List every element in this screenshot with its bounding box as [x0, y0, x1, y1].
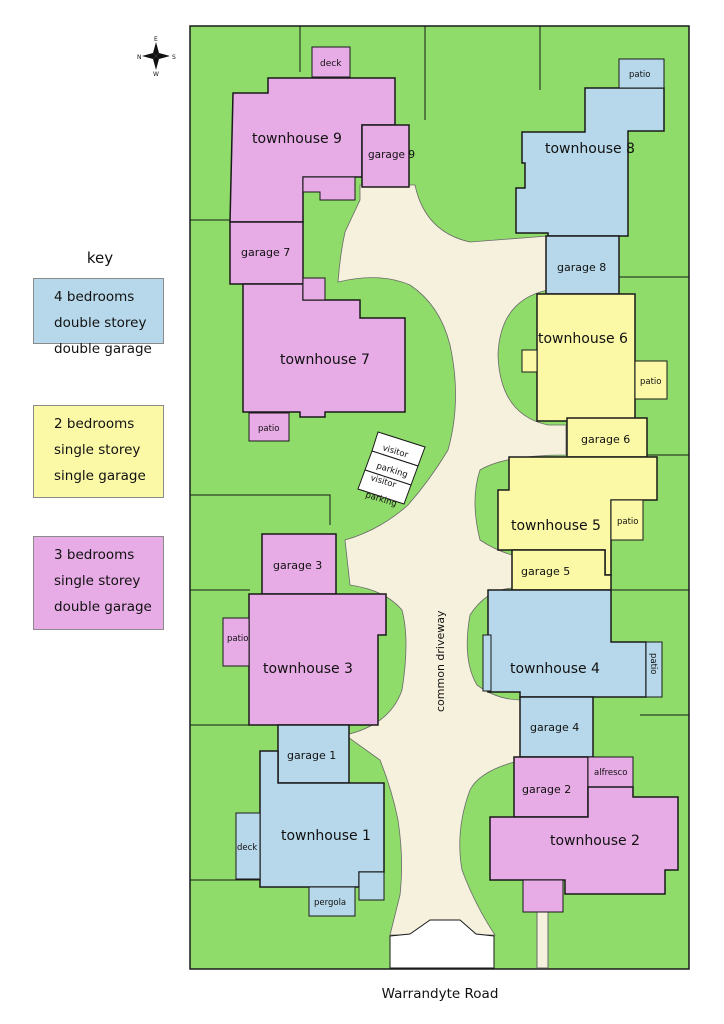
compass-south-point	[153, 56, 159, 70]
pergola-1-label: pergola	[314, 898, 346, 908]
townhouse-2-entry	[522, 879, 564, 913]
garage-4-label: garage 4	[530, 721, 579, 734]
townhouse-9-label: townhouse 9	[252, 131, 342, 147]
garage-8-label: garage 8	[557, 261, 606, 274]
townhouse-4-label: townhouse 4	[510, 661, 600, 677]
townhouse-8-label: townhouse 8	[545, 141, 635, 157]
townhouse-7-entry	[302, 277, 326, 301]
compass-west-point	[142, 53, 156, 59]
garage-6	[566, 417, 648, 458]
common-driveway-area	[337, 184, 567, 936]
deck-9-label: deck	[320, 59, 342, 69]
townhouse-3	[248, 593, 387, 726]
patio-townhouse-3	[222, 617, 250, 667]
townhouse-7-label: townhouse 7	[280, 352, 370, 368]
compass-east-point	[156, 53, 170, 59]
garage-9	[361, 124, 410, 188]
compass-label-e: E	[154, 36, 158, 43]
townhouse-6-label: townhouse 6	[538, 331, 628, 347]
townhouse-5-label: townhouse 5	[511, 518, 601, 534]
alfresco-townhouse-2	[587, 756, 634, 788]
patio-townhouse-4	[645, 641, 663, 698]
garage-4	[519, 696, 594, 758]
key-item-2-bedrooms: 2 bedrooms single storey single garage	[33, 405, 164, 498]
garage-6-label: garage 6	[581, 433, 630, 446]
key-title: key	[86, 249, 114, 267]
driveway-entry-path	[536, 909, 549, 969]
garage-7-label: garage 7	[241, 246, 290, 259]
pergola-townhouse-1	[308, 886, 356, 917]
key-item-line: double storey	[54, 315, 147, 331]
garage-5-label: garage 5	[521, 565, 570, 578]
lot-boundaries	[190, 26, 689, 881]
garage-3	[261, 533, 337, 595]
patio-8-label: patio	[629, 70, 651, 80]
patio-townhouse-8	[618, 58, 665, 89]
key-item-4-bedrooms: 4 bedrooms double storey double garage	[33, 278, 164, 357]
garage-8	[545, 235, 620, 295]
road-entrance	[389, 919, 495, 969]
patio-townhouse-7	[248, 412, 290, 442]
key-item-line: single storey	[54, 573, 141, 589]
patio-4-label: patio	[648, 653, 658, 675]
townhouse-8	[515, 87, 665, 237]
visitor-parking	[357, 431, 426, 505]
patio-3-label: patio	[227, 634, 249, 644]
compass-rose-icon: N S E W	[137, 36, 176, 76]
townhouse-6	[536, 293, 636, 422]
key-item-line: 2 bedrooms	[54, 416, 135, 432]
patio-6-label: patio	[640, 377, 662, 387]
common-driveway-label: common driveway	[434, 610, 447, 712]
townhouse-4-entry	[482, 634, 492, 692]
townhouse-2	[489, 786, 679, 895]
townhouse-1-entry	[358, 871, 385, 901]
compass-label-w: W	[153, 71, 159, 76]
key-item-3-bedrooms: 3 bedrooms single storey double garage	[33, 536, 164, 630]
deck-townhouse-9	[311, 46, 351, 78]
key-item-line: single garage	[54, 468, 146, 484]
garage-9-label: garage 9	[368, 149, 415, 161]
patio-townhouse-6	[634, 360, 668, 400]
key-item-line: double garage	[54, 341, 152, 357]
townhouse-6-entry	[521, 349, 538, 373]
deck-townhouse-1	[235, 812, 261, 880]
road-name: Warrandyte Road	[381, 986, 499, 1002]
townhouse-2-label: townhouse 2	[550, 833, 640, 849]
patio-5-label: patio	[617, 517, 639, 527]
key-item-line: 3 bedrooms	[54, 547, 135, 563]
patio-7-label: patio	[258, 424, 280, 434]
key-item-line: single storey	[54, 442, 141, 458]
townhouse-1-label: townhouse 1	[281, 828, 371, 844]
key-item-line: double garage	[54, 599, 152, 615]
garage-1	[277, 724, 350, 784]
compass-label-n: N	[137, 54, 142, 61]
key-item-line: 4 bedrooms	[54, 289, 135, 305]
compass-label-s: S	[172, 54, 176, 61]
townhouse-9-entry	[302, 176, 356, 201]
alfresco-2-label: alfresco	[594, 768, 627, 778]
garage-2-label: garage 2	[522, 783, 571, 796]
garage-1-label: garage 1	[287, 749, 336, 762]
deck-1-label: deck	[237, 843, 257, 853]
patio-townhouse-5	[610, 499, 644, 541]
townhouse-3-label: townhouse 3	[263, 661, 353, 677]
garage-3-label: garage 3	[273, 559, 322, 572]
compass-north-point	[153, 42, 159, 56]
garage-2	[513, 756, 589, 818]
